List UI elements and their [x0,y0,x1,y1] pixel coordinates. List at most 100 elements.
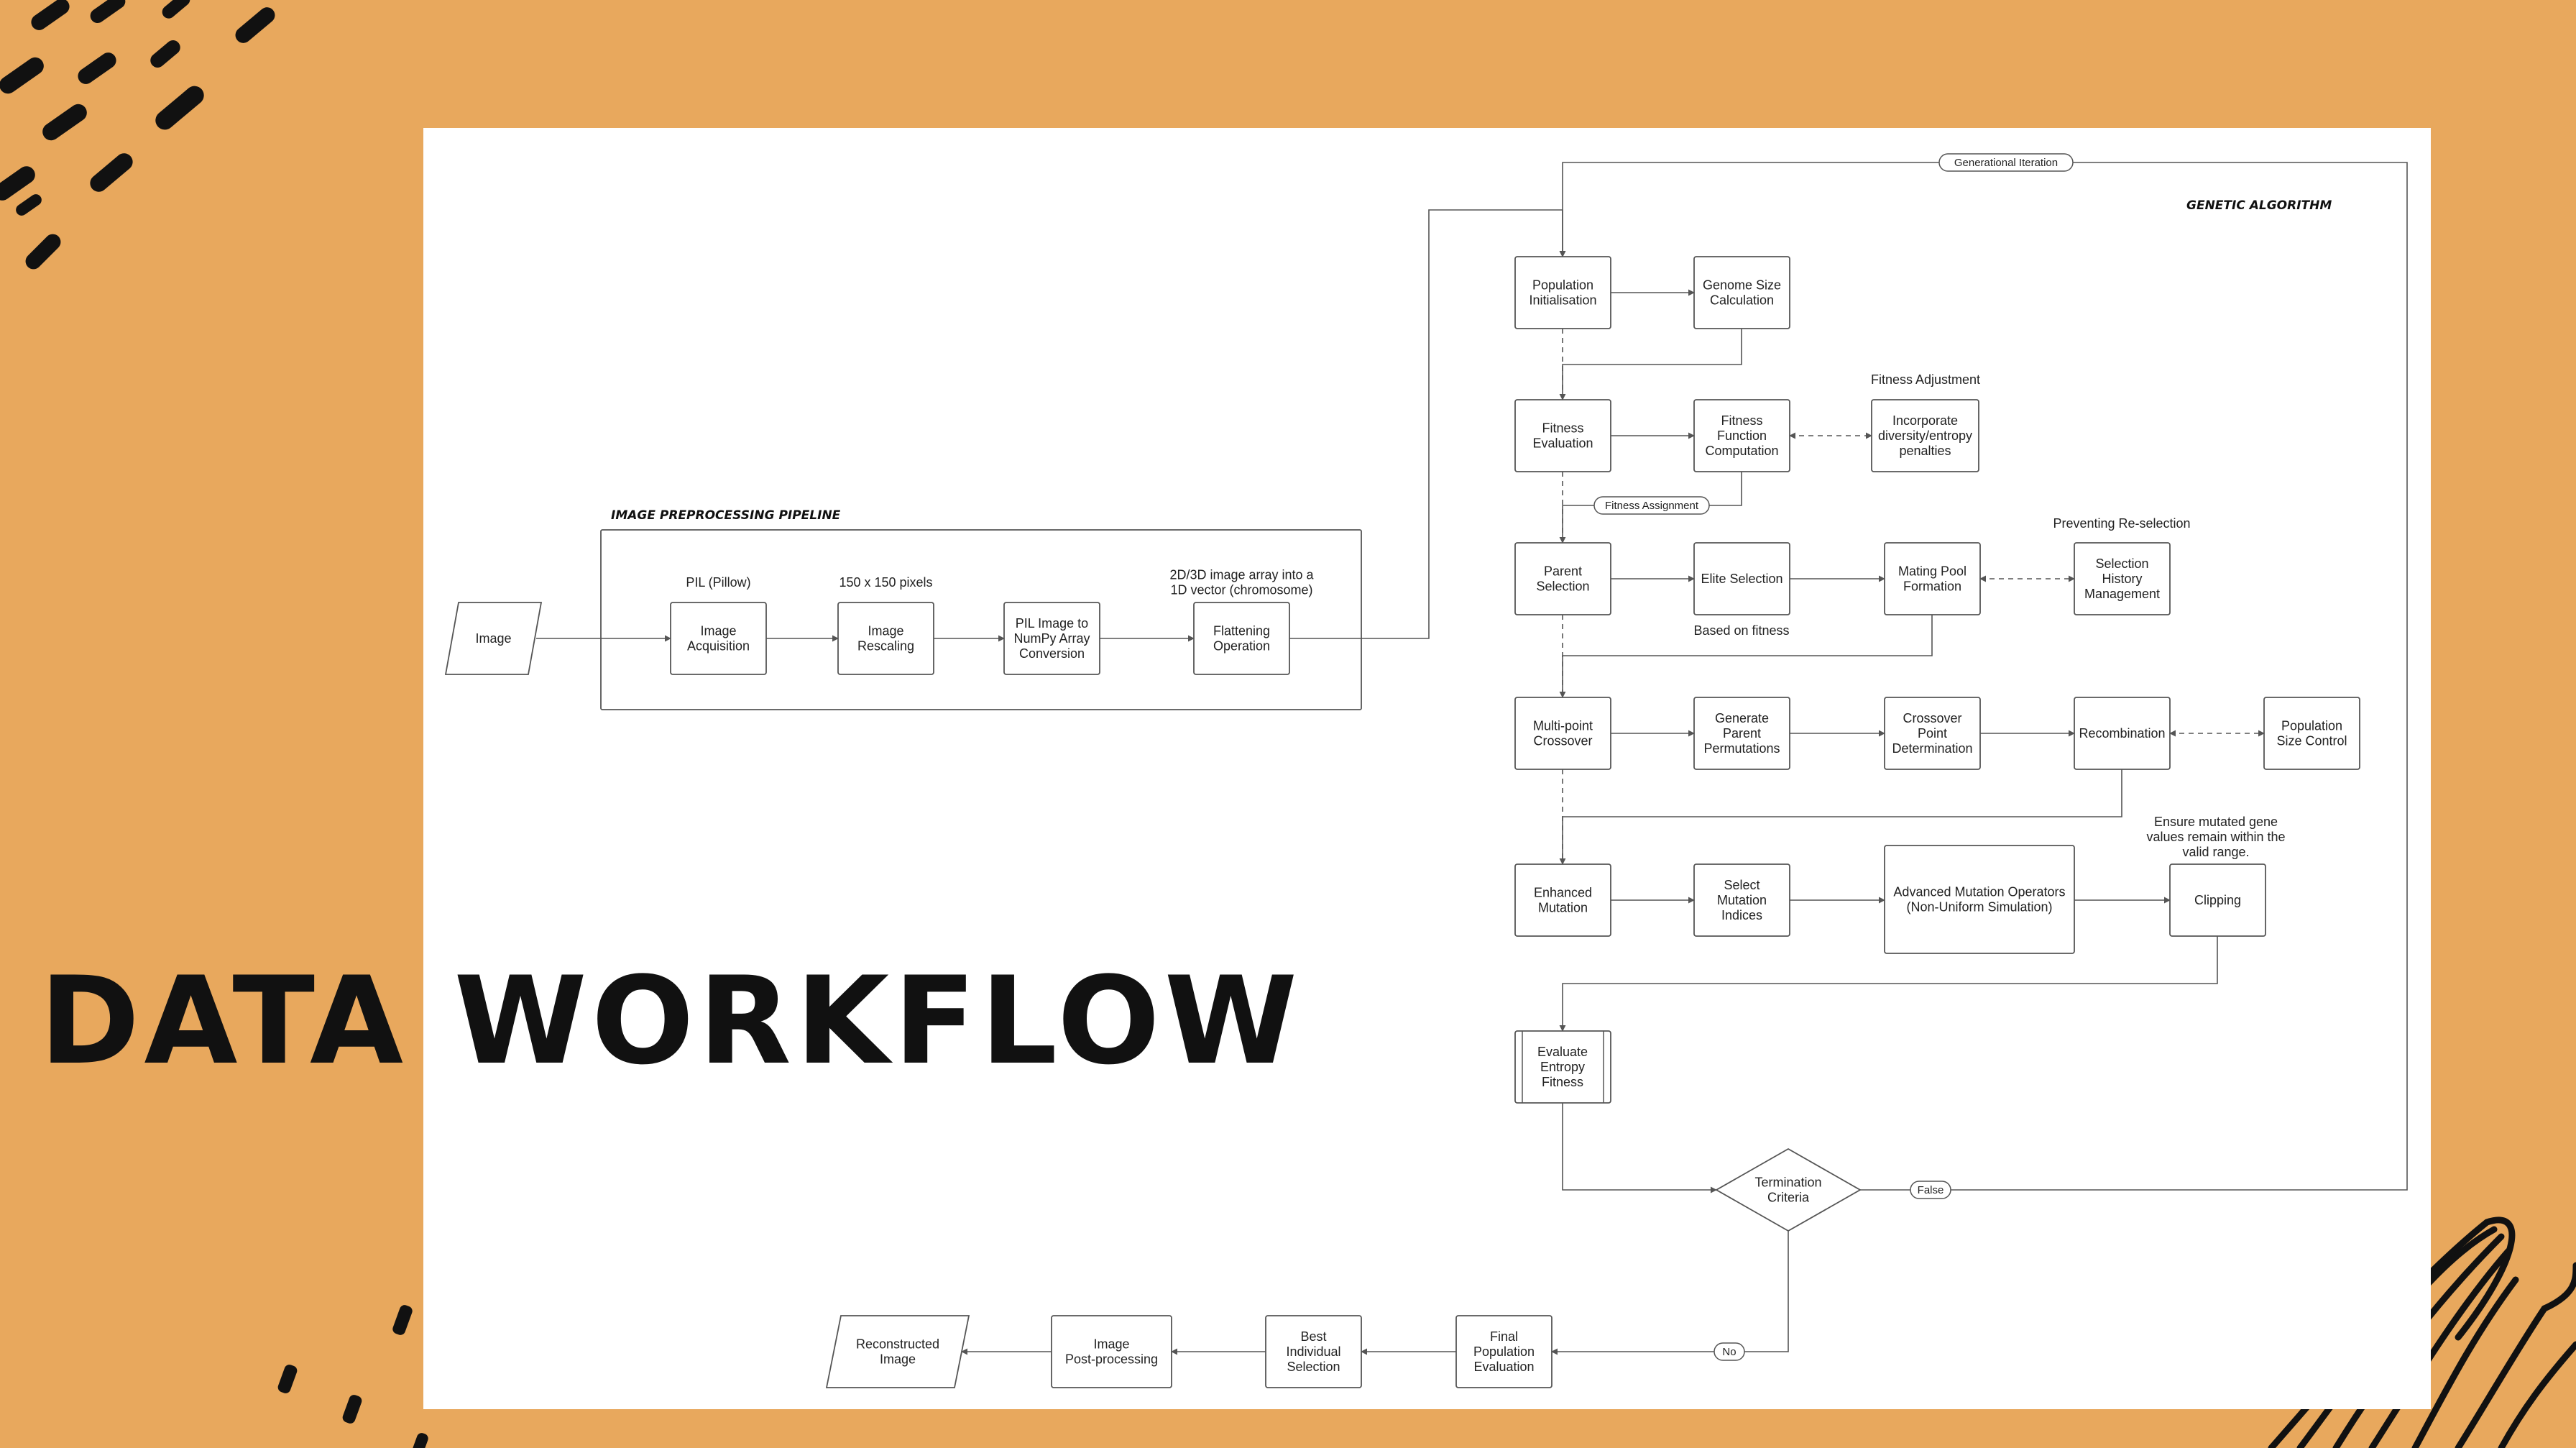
brush-dash [150,40,180,68]
edge-termination-to-final [1551,1231,1789,1355]
ga-heading: GENETIC ALGORITHM [2186,198,2332,213]
brush-dash [42,104,87,141]
label-fitness-adjustment: Fitness Adjustment [1871,372,1980,387]
node-advanced-mutation-operators-label: Advanced Mutation Operators(Non-Uniform … [1893,885,2065,915]
pill-false-frame [1910,1181,1951,1199]
brush-tick [392,1305,413,1335]
brush-scribble [2498,1341,2576,1448]
pill-no-frame [1714,1342,1745,1361]
brush-dash [235,7,275,43]
pill-fitness-assignment: Fitness Assignment [1593,496,1710,515]
edge-false-loop-back [1559,162,2408,1191]
label-based-on-fitness: Based on fitness [1693,623,1789,638]
pill-generational-iteration-frame [1938,153,2074,172]
note-acq: PIL (Pillow) [686,575,750,590]
pill-false-text: False [1918,1184,1944,1196]
node-reconstructed-image-frame [825,1315,970,1388]
brush-tick [342,1395,362,1424]
label-preventing-reselection: Preventing Re-selection [2053,516,2190,531]
brush-tick [413,1433,428,1448]
brush-dash [78,52,116,84]
edge-genome-to-fitness [1559,329,1742,400]
node-clipping: Clipping [2169,863,2266,937]
input-image-node-frame [444,602,543,675]
node-advanced-mutation-operators: Advanced Mutation Operators(Non-Uniform … [1884,845,2075,954]
edge-clipping-to-evaluate [1559,936,2218,1032]
brush-dash [16,194,42,216]
brush-dash [90,153,133,192]
pill-generational-iteration-text: Generational Iteration [1954,157,2058,169]
node-recombination: Recombination [2074,697,2171,770]
brush-dash [155,86,204,130]
pill-false: False [1910,1181,1951,1199]
pill-generational-iteration: Generational Iteration [1938,153,2074,172]
brush-scribble [2455,1216,2516,1341]
note-resc: 150 x 150 pixels [839,575,932,590]
preprocessing-heading: IMAGE PREPROCESSING PIPELINE [611,508,841,523]
node-recombination-label: Recombination [2079,726,2165,741]
brush-dash [25,234,61,270]
edge-mating-to-crossover [1559,615,1933,698]
input-image-node: Image [444,602,543,675]
brush-dash [0,166,35,201]
preprocessing-group-frame [600,529,1362,710]
brush-dash [90,0,126,24]
node-elite-selection: Elite Selection [1693,542,1790,615]
brush-dash [31,0,70,30]
pill-fitness-assignment-frame [1593,496,1710,515]
brush-scribble [2411,1276,2519,1448]
brush-scribble [2541,1262,2576,1312]
pill-no: No [1714,1342,1745,1361]
edge-recombination-to-mutation [1559,769,2122,865]
brush-tick [277,1365,298,1393]
brush-scribble [2455,1305,2548,1448]
brush-dash [162,0,190,19]
node-elite-selection-label: Elite Selection [1701,572,1782,586]
